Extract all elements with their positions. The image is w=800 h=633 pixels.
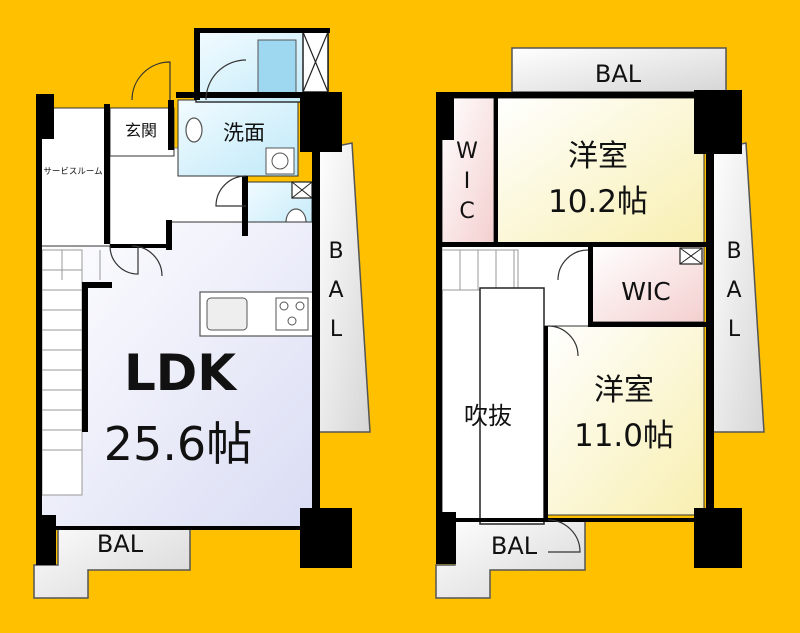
floor2-walls: [436, 90, 742, 568]
kitchen-sink-icon: [206, 297, 248, 331]
staircase-floor1: [41, 249, 101, 496]
floor2-balcony-bottom: [435, 519, 586, 599]
washbasin-icon: [185, 117, 203, 143]
floor2-plan: 洋室 10.2帖 洋室 11.0帖 W I C WIC 吹抜 BAL BAL B…: [435, 47, 765, 599]
floor2-bal-right-l: L: [728, 317, 741, 342]
floor1-bal-right-l: L: [330, 317, 343, 342]
entrance-floor: [109, 107, 175, 157]
wic-left-c: C: [459, 199, 474, 224]
floor1-bal-right-a: A: [328, 278, 343, 303]
bedroom2-size: 11.0帖: [574, 418, 674, 454]
floor1-bal-bottom-label: BAL: [97, 530, 144, 558]
floor2-bal-right-a: A: [726, 278, 741, 303]
wic-right-label: WIC: [621, 277, 671, 306]
floor1-balcony-right: [317, 142, 371, 433]
bedroom2-label: 洋室: [594, 373, 654, 408]
ldk-size: 25.6帖: [104, 417, 252, 471]
bedroom1-size: 10.2帖: [548, 184, 648, 220]
bedroom1-floor: [495, 97, 705, 245]
washroom-label: 洗面: [223, 121, 265, 145]
bathtub: [257, 39, 297, 96]
void-label: 吹抜: [464, 402, 512, 430]
service-room-label: サービスルーム: [43, 167, 102, 177]
staircase-floor2: [441, 249, 519, 291]
floor2-bal-top-label: BAL: [595, 60, 642, 88]
bedroom1-label: 洋室: [568, 139, 628, 174]
floor2-bal-right-b: B: [726, 239, 741, 264]
wic-left-i: I: [464, 169, 471, 194]
floor1-bal-right-b: B: [328, 239, 343, 264]
wic-left-w: W: [456, 139, 478, 164]
floor1-plan: LDK 25.6帖 サービスルーム 玄関 洗面 BAL B A L: [33, 28, 371, 599]
floor2-bal-bottom-label: BAL: [491, 532, 538, 560]
ldk-label: LDK: [124, 344, 238, 402]
void-wall: [479, 287, 545, 525]
entrance-label: 玄関: [125, 121, 157, 140]
washing-machine-icon: [265, 147, 295, 175]
